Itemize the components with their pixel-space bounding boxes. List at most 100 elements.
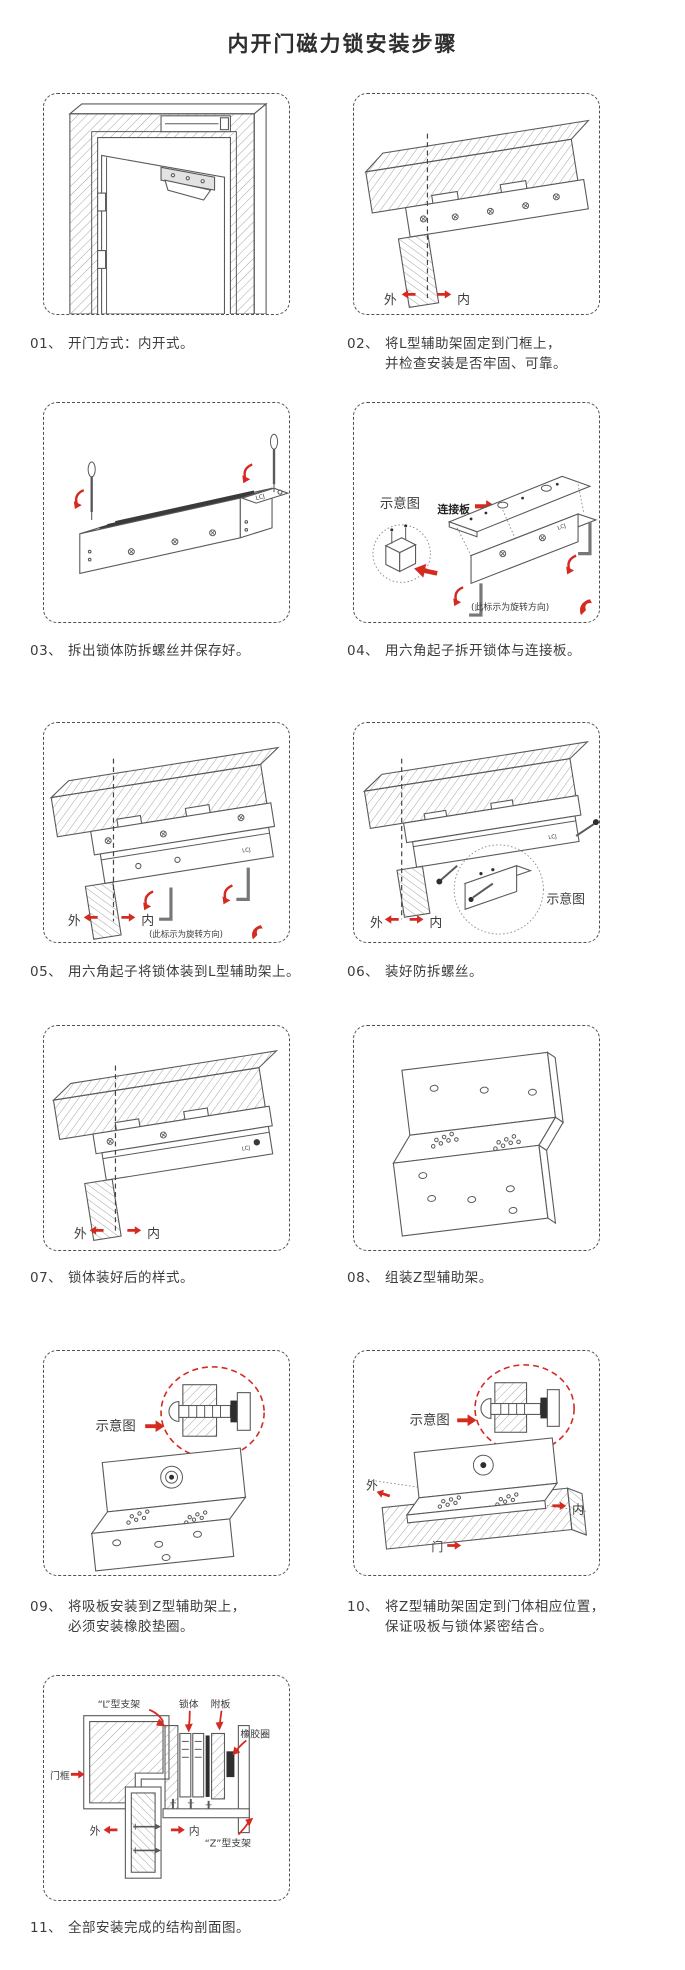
inside-label: 内 xyxy=(141,913,154,929)
beam-with-lock: LCJ xyxy=(362,741,589,918)
step-03-panel: LCJ xyxy=(43,402,290,623)
z-bracket-label: “Z”型支架 xyxy=(205,1836,252,1849)
step-number: 04、 xyxy=(347,643,380,659)
step-11-illustration: “L”型支架 锁体 附板 橡胶圈 门框 外 内 “Z”型支架 xyxy=(50,1698,270,1879)
door-screws xyxy=(133,1823,162,1854)
pointer-arrow-icon xyxy=(70,1770,85,1779)
step-number: 08、 xyxy=(347,1270,380,1286)
schematic-label: 示意图 xyxy=(380,495,420,512)
right-arrow-icon xyxy=(170,1825,185,1834)
inside-label: 内 xyxy=(457,292,470,308)
step-number: 06、 xyxy=(347,964,380,980)
frame-beam-with-l-bracket xyxy=(364,119,590,309)
step-01-panel xyxy=(43,93,290,315)
step-06-illustration: LCJ 示意图 外 内 xyxy=(362,741,599,935)
step-number: 02、 xyxy=(347,336,380,352)
step-10-illustration: 示意图 xyxy=(366,1364,589,1554)
outside-label: 外 xyxy=(74,1227,87,1242)
hex-key-icon xyxy=(157,885,173,921)
step-number: 09、 xyxy=(30,1599,63,1615)
corner-detail xyxy=(384,524,417,573)
outside-label: 外 xyxy=(370,916,383,931)
inside-label: 内 xyxy=(147,1226,160,1242)
step-10-panel: 示意图 xyxy=(353,1350,600,1576)
screwdriver-icon xyxy=(269,433,279,494)
step-number: 11、 xyxy=(30,1920,63,1936)
schematic-label: 示意图 xyxy=(96,1417,136,1434)
step-09-panel: 示意图 xyxy=(43,1350,290,1576)
lock-logo-label: LCJ xyxy=(255,493,266,502)
screwdriver-icon xyxy=(86,460,97,522)
lock-logo-label: LCJ xyxy=(557,523,567,532)
step-07-illustration: LCJ 外 内 xyxy=(51,1050,279,1242)
rotate-arrow-icon xyxy=(564,554,578,576)
detail-circle xyxy=(372,524,431,583)
bracket-on-door xyxy=(381,1437,587,1550)
step-01-caption: 01、 开门方式：内开式。 xyxy=(30,336,194,352)
beam-bracket-lock: LCJ xyxy=(49,746,280,940)
pointer-arrow-icon xyxy=(412,561,439,581)
step-10-caption: 10、 将Z型辅助架固定到门体相应位置，保证吸板与锁体紧密结合。 xyxy=(347,1599,605,1635)
step-01-illustration xyxy=(68,102,268,314)
anti-tamper-screw xyxy=(436,819,599,885)
door-frame-label: 门框 xyxy=(50,1769,70,1782)
bolts xyxy=(169,1798,212,1809)
rotate-arrow-icon xyxy=(221,884,234,906)
step-02-caption: 02、 将L型辅助架固定到门框上，并检查安装是否牢固、可靠。 xyxy=(347,336,567,372)
step-05-caption: 05、 用六角起子将锁体装到L型辅助架上。 xyxy=(30,964,301,980)
step-11-caption: 11、 全部安装完成的结构剖面图。 xyxy=(30,1920,250,1936)
step-number: 01、 xyxy=(30,336,63,352)
connection-plate xyxy=(447,475,592,538)
rotate-arrow-icon xyxy=(452,586,465,608)
coil-marks xyxy=(181,1740,202,1758)
detail-circle xyxy=(453,844,544,935)
rotate-arrow-icon xyxy=(72,489,85,511)
armature-plate-label: 附板 xyxy=(211,1698,231,1711)
outside-label: 外 xyxy=(384,293,397,308)
step-04-panel: 示意图 连接板 xyxy=(353,402,600,623)
step-05-illustration: LCJ 外 内 (此标示为旋转方向) xyxy=(49,746,280,940)
shelf-holes xyxy=(126,1509,208,1525)
pointer-arrow-icon xyxy=(457,1414,477,1427)
step-07-panel: LCJ 外 内 xyxy=(43,1025,290,1251)
swoosh-arrow-icon xyxy=(252,925,263,940)
step-08-panel xyxy=(353,1025,600,1251)
rotate-arrow-icon xyxy=(241,463,254,485)
step-number: 03、 xyxy=(30,643,63,659)
schematic-label: 示意图 xyxy=(410,1411,450,1428)
lock-body-label: 锁体 xyxy=(179,1698,199,1711)
step-04-illustration: 示意图 连接板 xyxy=(372,475,598,617)
outside-label: 外 xyxy=(68,914,81,929)
rubber-ring xyxy=(226,1751,235,1778)
step-number: 05、 xyxy=(30,964,63,980)
door-frame xyxy=(68,102,268,314)
lock-body: LCJ xyxy=(469,513,598,585)
step-03-caption: 03、 拆出锁体防拆螺丝并保存好。 xyxy=(30,643,250,659)
hex-key-icon xyxy=(234,866,250,901)
beam-with-installed-lock: LCJ xyxy=(51,1050,279,1241)
right-arrow-icon xyxy=(121,913,136,922)
shelf-holes xyxy=(437,1492,519,1509)
step-05-panel: LCJ 外 内 (此标示为旋转方向) xyxy=(43,722,290,943)
outside-label: 外 xyxy=(90,1825,101,1838)
door-label: 门 xyxy=(431,1540,443,1554)
step-08-caption: 08、 组装Z型辅助架。 xyxy=(347,1270,493,1286)
rotate-arrow-icon xyxy=(142,890,155,912)
lock-body: LCJ xyxy=(79,487,289,575)
step-08-illustration xyxy=(392,1051,564,1237)
swoosh-arrow-icon xyxy=(580,599,592,616)
rotation-note: (此标示为旋转方向) xyxy=(149,929,223,939)
step-number: 10、 xyxy=(347,1599,380,1615)
l-bracket-label: “L”型支架 xyxy=(98,1698,141,1711)
door-leaf xyxy=(97,154,226,314)
step-02-illustration: 外 内 xyxy=(364,119,590,309)
step-09-caption: 09、 将吸板安装到Z型辅助架上，必须安装橡胶垫圈。 xyxy=(30,1599,246,1635)
z-bracket-with-armature xyxy=(90,1447,247,1572)
step-07-caption: 07、 锁体装好后的样式。 xyxy=(30,1270,194,1286)
left-arrow-icon xyxy=(103,1825,118,1834)
step-06-caption: 06、 装好防拆螺丝。 xyxy=(347,964,483,980)
lock-logo-label: LCJ xyxy=(242,847,252,854)
rotation-note: (此标示为旋转方向) xyxy=(471,601,549,613)
step-04-caption: 04、 用六角起子拆开锁体与连接板。 xyxy=(347,643,581,659)
